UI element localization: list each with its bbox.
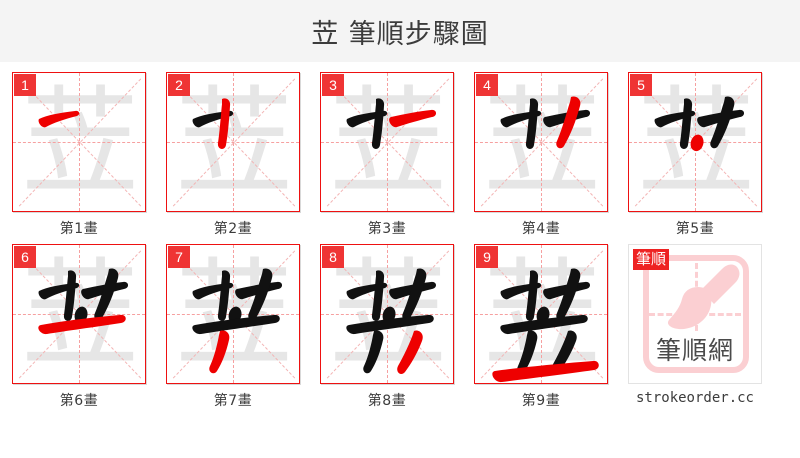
- completed-stroke: [556, 268, 581, 321]
- stroke-ink-layer: [346, 98, 437, 149]
- stroke-ink-layer: [654, 96, 745, 152]
- page-header: 苙 筆順步驟圖: [0, 0, 800, 62]
- stroke-caption: 第1畫: [59, 221, 99, 237]
- stroke-number-badge: 8: [322, 246, 344, 268]
- stroke-caption: 第5畫: [675, 221, 715, 237]
- completed-stroke: [192, 314, 280, 335]
- stroke-number-badge: 9: [476, 246, 498, 268]
- site-logo-cell[interactable]: 筆順網 筆順 strokeorder.cc: [628, 244, 762, 410]
- completed-stroke: [63, 270, 77, 321]
- completed-stroke: [679, 98, 693, 149]
- completed-stroke: [94, 268, 119, 321]
- completed-stroke: [500, 314, 588, 335]
- active-stroke: [38, 314, 126, 335]
- completed-stroke: [525, 270, 539, 321]
- brand-name: 筆順網: [655, 336, 734, 365]
- stroke-caption: 第3畫: [367, 221, 407, 237]
- completed-stroke: [371, 98, 385, 149]
- completed-stroke: [217, 270, 231, 321]
- page-title: 苙 筆順步驟圖: [311, 18, 489, 50]
- brush-icon: [667, 264, 740, 330]
- stroke-caption: 第4畫: [521, 221, 561, 237]
- completed-stroke: [371, 270, 385, 321]
- stroke-caption: 第2畫: [213, 221, 253, 237]
- active-stroke: [492, 360, 599, 383]
- brush-tip: [667, 287, 712, 330]
- active-stroke: [397, 330, 423, 375]
- logo-badge: 筆順: [633, 249, 670, 270]
- stroke-number-badge: 1: [14, 74, 36, 96]
- completed-stroke: [710, 96, 735, 149]
- stroke-number-badge: 2: [168, 74, 190, 96]
- completed-stroke: [402, 268, 427, 321]
- completed-stroke: [363, 330, 384, 374]
- stroke-number-badge: 3: [322, 74, 344, 96]
- completed-stroke: [517, 330, 538, 374]
- completed-stroke: [525, 98, 539, 149]
- stroke-number-badge: 5: [630, 74, 652, 96]
- active-stroke: [38, 110, 80, 128]
- stroke-ink-layer: [38, 110, 80, 128]
- stroke-caption: 第6畫: [59, 393, 99, 409]
- completed-stroke: [551, 330, 577, 375]
- brush-handle: [701, 264, 740, 304]
- active-stroke: [209, 330, 230, 374]
- stroke-number-badge: 4: [476, 74, 498, 96]
- stroke-caption: 第7畫: [213, 393, 253, 409]
- completed-stroke: [248, 268, 273, 321]
- stroke-ink-layer: [192, 268, 283, 374]
- stroke-ink-layer: [346, 268, 437, 375]
- stroke-ink-layer: [38, 268, 129, 335]
- completed-stroke: [346, 314, 434, 335]
- active-stroke: [389, 109, 437, 128]
- site-logo-box[interactable]: 筆順網 筆順: [628, 244, 762, 384]
- active-stroke: [556, 96, 581, 149]
- stroke-ink-layer: [500, 96, 591, 149]
- site-url-caption[interactable]: strokeorder.cc: [635, 390, 754, 406]
- active-stroke: [690, 134, 704, 152]
- stroke-caption: 第9畫: [521, 393, 561, 409]
- stroke-ink-layer: [492, 268, 599, 383]
- stroke-number-badge: 7: [168, 246, 190, 268]
- stroke-caption: 第8畫: [367, 393, 407, 409]
- stroke-number-badge: 6: [14, 246, 36, 268]
- active-stroke: [217, 98, 231, 149]
- stroke-ink-layer: [192, 98, 234, 149]
- logo-frame: [643, 255, 749, 373]
